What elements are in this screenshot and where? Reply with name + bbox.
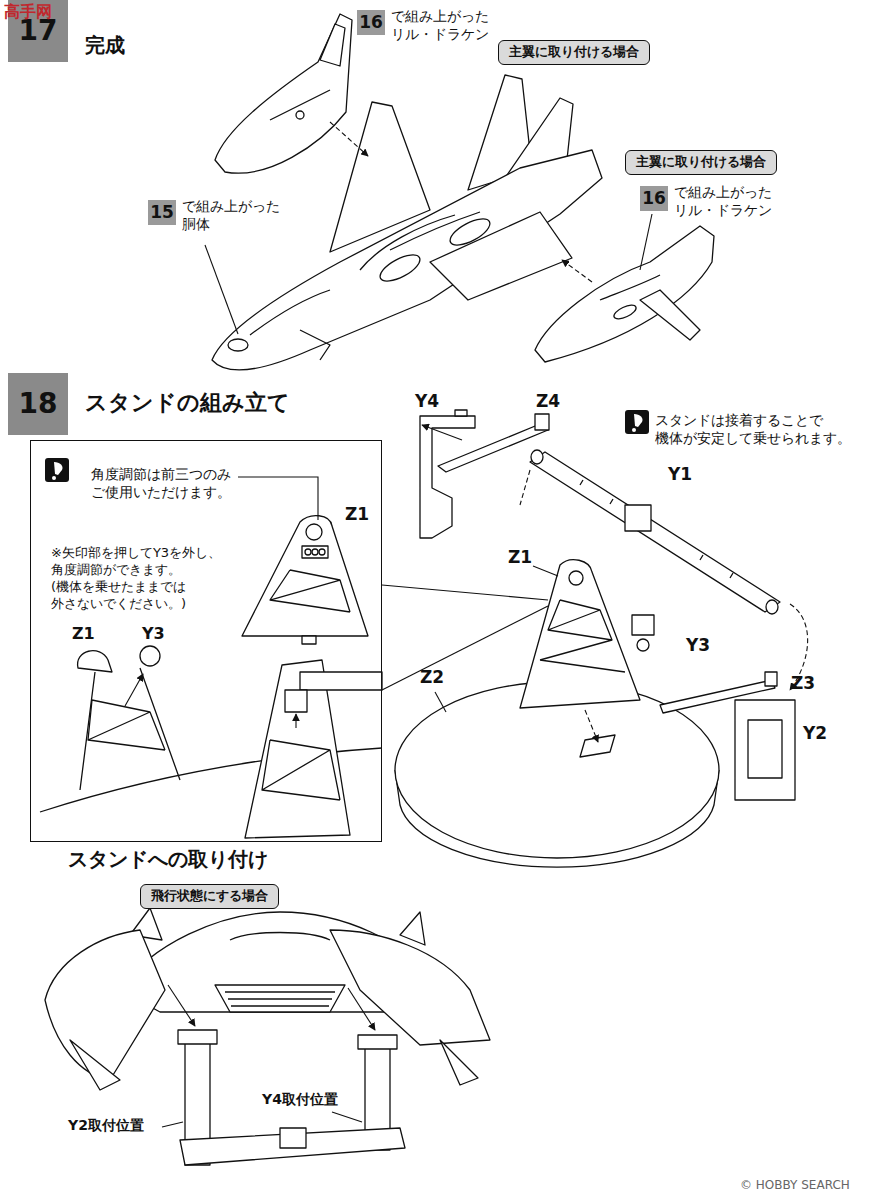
watermark: © HOBBY SEARCH	[740, 1178, 850, 1194]
tag-text: 主翼に取り付ける場合	[509, 44, 639, 61]
part-number: Y2	[803, 722, 827, 744]
part-number: Y3	[142, 624, 165, 645]
callout-number-box: 15で組み上がった 胴体	[148, 200, 176, 225]
step-number-box: 18スタンドの組み立て	[8, 373, 68, 435]
text-line: 機体が安定して乗せられます。	[655, 429, 851, 447]
step-number: 18	[19, 390, 58, 418]
text-line: 角度調節ができます。	[51, 562, 221, 579]
part-number: Z1	[72, 624, 95, 645]
assembly-arrow	[162, 985, 375, 1127]
tag-text: 飛行状態にする場合	[151, 888, 268, 905]
text-line: で組み上がった	[674, 183, 772, 201]
text-line: で組み上がった	[391, 7, 489, 25]
assembly-arrow	[382, 425, 808, 742]
part-number: Z1	[345, 503, 369, 525]
step-heading: 完成	[85, 32, 125, 58]
condition-tag: 飛行状態にする場合	[140, 884, 279, 909]
text-line: ご使用いただけます。	[91, 483, 231, 501]
aircraft-front-view	[45, 908, 490, 1165]
note-text: スタンドは接着することで 機体が安定して乗せられます。	[655, 411, 851, 447]
tag-text: 主翼に取り付ける場合	[636, 154, 766, 171]
position-label: Y4取付位置	[262, 1090, 338, 1108]
text-line: 胴体	[182, 215, 280, 233]
position-label: Y2取付位置	[68, 1116, 144, 1134]
text-line: ※矢印部を押してY3を外し、	[51, 545, 221, 562]
part-number: Y3	[686, 634, 710, 656]
text-line: (機体を乗せたままでは	[51, 579, 221, 596]
callout-number-box: 16で組み上がった リル・ドラケン	[357, 10, 385, 35]
section-heading: スタンドへの取り付け	[68, 846, 268, 872]
watermark: 高手网	[4, 2, 52, 23]
callout-text: で組み上がった リル・ドラケン	[674, 183, 772, 219]
step-number: 17	[19, 17, 58, 45]
callout-number: 15	[150, 204, 174, 221]
callout-number: 16	[642, 190, 666, 207]
assembly-arrow	[205, 122, 652, 334]
part-number: Y1	[668, 463, 692, 485]
text-line: 外さないでください。)	[51, 596, 221, 613]
part-number: Z4	[536, 390, 560, 412]
callout-number: 16	[359, 14, 383, 31]
lil-draken	[215, 14, 714, 362]
step-heading: スタンドの組み立て	[85, 389, 290, 418]
inset-detail	[40, 516, 382, 838]
part-number: Z1	[508, 546, 532, 568]
callout-text: で組み上がった 胴体	[182, 197, 280, 233]
stand-parts	[395, 410, 795, 867]
condition-tag: 主翼に取り付ける場合	[625, 150, 777, 175]
text-line: リル・ドラケン	[674, 201, 772, 219]
note-text: 角度調節は前三つのみ ご使用いただけます。	[91, 465, 231, 501]
text-line: スタンドは接着することで	[655, 411, 851, 429]
part-number: Z3	[791, 672, 815, 694]
aircraft-body	[212, 75, 602, 370]
part-number: Z2	[420, 666, 444, 688]
condition-tag: 主翼に取り付ける場合	[498, 40, 650, 65]
note-text: ※矢印部を押してY3を外し、 角度調節ができます。 (機体を乗せたままでは 外さ…	[51, 545, 221, 613]
text-line: で組み上がった	[182, 197, 280, 215]
text-line: 角度調節は前三つのみ	[91, 465, 231, 483]
callout-number-box: 16で組み上がった リル・ドラケン	[640, 186, 668, 211]
callout-text: で組み上がった リル・ドラケン	[391, 7, 489, 43]
text-line: リル・ドラケン	[391, 25, 489, 43]
part-number: Y4	[415, 390, 439, 412]
